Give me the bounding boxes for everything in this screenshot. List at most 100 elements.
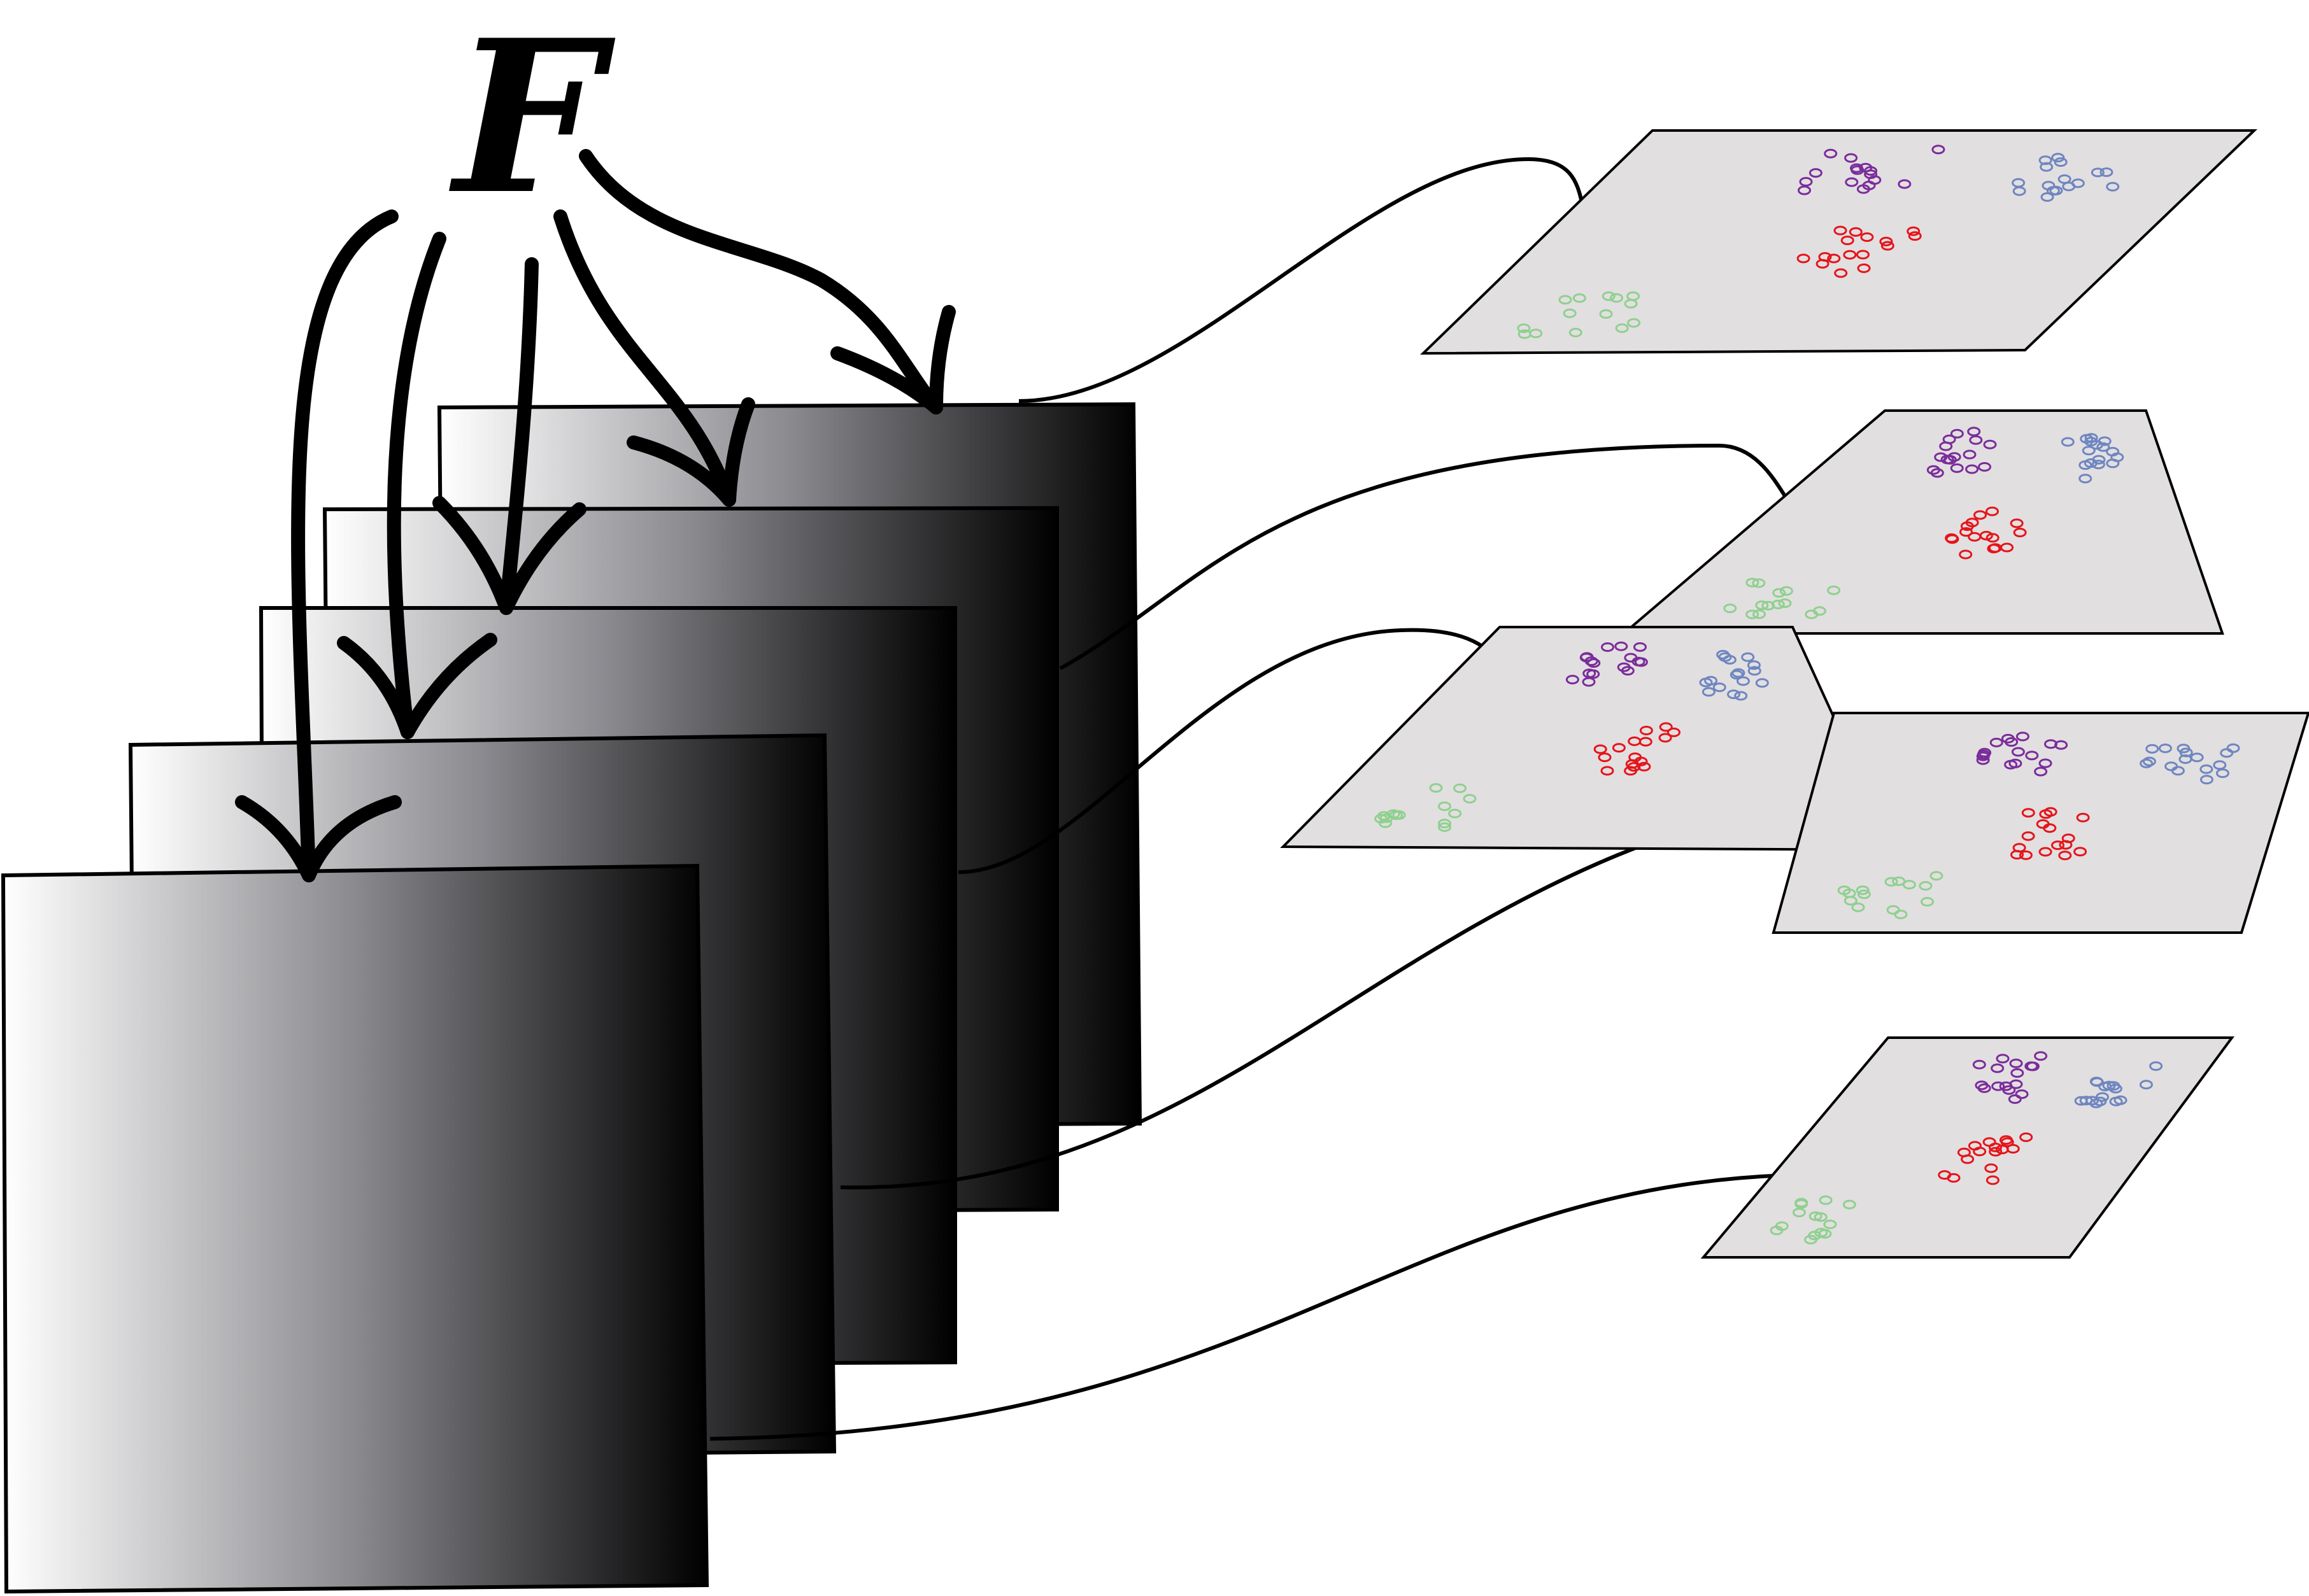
cluster-point: [2092, 455, 2106, 465]
cluster-point: [1699, 677, 1713, 688]
cluster-point: [2140, 758, 2154, 768]
cluster-point: [1975, 1080, 1989, 1091]
cluster-point: [1959, 549, 1973, 560]
cluster-point: [1558, 295, 1572, 305]
cluster-point: [1798, 185, 1811, 195]
cluster-point: [1600, 766, 1614, 776]
cluster-point: [1752, 578, 1766, 588]
cluster-point: [2096, 1092, 2109, 1102]
cluster-point: [1991, 1081, 2005, 1091]
cluster-point: [1598, 752, 1612, 763]
cluster-point: [2010, 850, 2024, 860]
cluster-point: [2034, 766, 2048, 777]
cluster-point: [1614, 641, 1628, 651]
cluster-point: [2010, 518, 2024, 528]
cluster-point: [2015, 731, 2029, 742]
cluster-point: [1931, 145, 1945, 155]
cluster-point: [1843, 250, 1857, 260]
cluster-point: [1978, 462, 1991, 472]
cluster-point: [1392, 810, 1406, 820]
cluster-point: [1840, 236, 1854, 246]
cluster-point: [2025, 751, 2039, 761]
arrow-3: [499, 257, 539, 615]
cluster-point: [2004, 759, 2018, 770]
cluster-point: [2089, 1077, 2103, 1087]
cluster-point: [1624, 653, 1638, 663]
cluster-point: [1850, 163, 1863, 173]
cluster-point: [1438, 822, 1452, 832]
cluster-point: [1667, 727, 1680, 737]
arrow-2-head-icon: [337, 633, 497, 739]
cluster-point: [1983, 439, 1997, 449]
arrow-2: [387, 232, 446, 739]
cluster-point: [1973, 1147, 1987, 1157]
cluster-point: [1996, 1054, 2010, 1064]
cluster-point: [1805, 609, 1819, 619]
cluster-point: [1989, 737, 2003, 747]
cluster-point: [2054, 157, 2068, 167]
cluster-point: [1999, 1135, 2013, 1145]
cluster-point: [1734, 691, 1748, 701]
cluster-point: [2199, 775, 2213, 785]
connector-lines: [709, 157, 1975, 1441]
cluster-point: [1658, 733, 1672, 743]
cluster-point: [1755, 678, 1769, 688]
cluster-point: [1921, 897, 1934, 907]
cluster-point: [1741, 652, 1755, 662]
cluster-point: [1950, 463, 1964, 473]
cluster-point: [1634, 756, 1648, 766]
cluster-point: [1851, 902, 1865, 912]
cluster-point: [2049, 185, 2063, 195]
cluster-point: [2005, 737, 2019, 747]
cluster-point: [1792, 1208, 1806, 1218]
cluster-point: [2019, 850, 2033, 860]
cluster-point: [2106, 181, 2120, 192]
cluster-point: [1747, 660, 1761, 670]
cluster-point: [1972, 1059, 1986, 1070]
cluster-point: [1565, 675, 1579, 684]
cluster-point: [2013, 528, 2027, 537]
cluster-point: [1634, 657, 1648, 667]
cluster-point: [1814, 1227, 1828, 1238]
cluster-point: [2099, 167, 2114, 177]
cluster-point: [1842, 1199, 1856, 1210]
function-label: F: [448, 0, 618, 241]
cluster-point: [2215, 768, 2229, 779]
cluster-point: [2071, 178, 2085, 188]
cluster-point: [1929, 871, 1943, 881]
cluster-point: [1939, 441, 1953, 451]
cluster-point: [1463, 794, 1477, 804]
cluster-point: [1834, 268, 1848, 278]
cluster-point: [2036, 819, 2050, 829]
cluster-point: [2026, 1061, 2040, 1071]
cluster-point: [2010, 1068, 2024, 1078]
cluster-point: [1967, 427, 1981, 437]
cluster-point: [2015, 1089, 2029, 1099]
cluster-point: [1761, 600, 1775, 611]
cluster-point: [2057, 174, 2071, 184]
cluster-point: [2145, 744, 2159, 754]
cluster-point: [1965, 464, 1979, 474]
cluster-point: [1902, 880, 1916, 890]
cluster-point: [2054, 740, 2068, 750]
cluster-point: [2038, 847, 2052, 857]
cluster-point: [1438, 802, 1451, 811]
cluster-point: [1586, 669, 1600, 679]
cluster-point: [1894, 909, 1908, 919]
cluster-point: [2177, 744, 2191, 754]
cluster-point: [1857, 889, 1871, 900]
cluster-point: [2142, 756, 2156, 766]
cluster-point: [1845, 177, 1859, 187]
cluster-point: [1621, 666, 1635, 676]
cluster-point: [1730, 670, 1744, 680]
cluster-point: [1716, 649, 1730, 660]
cluster-point: [1860, 232, 1874, 242]
cluster-point: [1799, 177, 1813, 187]
cluster-point: [1453, 783, 1467, 793]
connector-line-3: [958, 628, 1505, 874]
cluster-point: [2040, 192, 2054, 202]
cluster-point: [2058, 851, 2072, 861]
cluster-point: [1827, 253, 1841, 264]
cluster-point: [1808, 168, 1822, 178]
cluster-point: [2078, 474, 2092, 484]
